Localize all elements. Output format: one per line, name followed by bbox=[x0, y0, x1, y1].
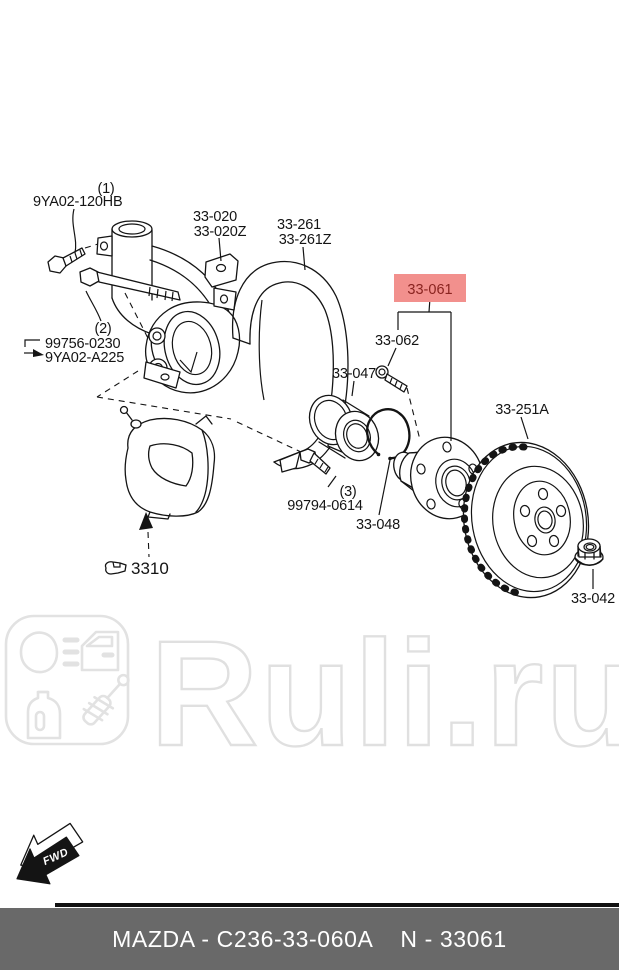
hub-nut-drawing bbox=[574, 538, 604, 566]
headlight-icon bbox=[19, 631, 80, 674]
steering-knuckle-drawing bbox=[96, 220, 241, 394]
label-disc: 33-251A bbox=[495, 402, 549, 418]
shock-absorber-icon bbox=[82, 673, 130, 726]
label-shield-2: 33-261Z bbox=[279, 232, 332, 248]
watermark-logo-box bbox=[4, 614, 130, 746]
highlight-box bbox=[394, 274, 466, 302]
label-ref2-index: (2) bbox=[94, 321, 111, 337]
label-ref2-a: 99756-0230 bbox=[45, 336, 121, 352]
bolt-99756-0230-drawing bbox=[79, 267, 181, 302]
footer-bar: MAZDA - C236-33-060A N - 33061 bbox=[0, 908, 619, 970]
hub-bolt-33-062-drawing bbox=[375, 365, 408, 393]
label-snap-ring: 33-048 bbox=[356, 517, 400, 533]
oil-can-icon bbox=[26, 690, 62, 740]
bolt-99794-0614-drawing bbox=[299, 448, 331, 475]
footer-part-code: MAZDA - C236-33-060A bbox=[112, 925, 374, 952]
fwd-direction-arrow: FWD bbox=[16, 822, 84, 885]
label-bearing: 33-047 bbox=[332, 366, 376, 382]
car-door-icon bbox=[80, 630, 120, 672]
label-ref2-b: 9YA02-A225 bbox=[45, 350, 124, 366]
label-ref1-index: (1) bbox=[97, 181, 114, 197]
brake-caliper-drawing bbox=[119, 405, 216, 520]
part-labels: (1) 9YA02-120HB 33-020 33-020Z 33-261 33… bbox=[33, 181, 615, 607]
caliper-label-group: 3310 bbox=[104, 559, 169, 578]
label-hub: 33-061 bbox=[407, 282, 452, 298]
label-ref1: 9YA02-120HB bbox=[33, 194, 122, 210]
bolt-9ya02-120hb-drawing bbox=[47, 247, 86, 274]
label-nut: 33-042 bbox=[571, 591, 615, 607]
diagram-canvas: Ruli.ru bbox=[4, 181, 619, 885]
label-caliper: 3310 bbox=[131, 559, 169, 578]
watermark: Ruli.ru bbox=[4, 608, 619, 778]
label-knuckle-2: 33-020Z bbox=[194, 224, 247, 240]
label-bolt: 99794-0614 bbox=[287, 498, 363, 514]
footer-diagram-number: N - 33061 bbox=[400, 925, 507, 952]
watermark-text: Ruli.ru bbox=[150, 609, 619, 777]
brake-disc-drawing bbox=[460, 441, 590, 599]
label-bolt-index: (3) bbox=[339, 484, 356, 500]
leader-lines bbox=[24, 208, 594, 589]
label-shield-1: 33-261 bbox=[277, 217, 321, 233]
scan-artifact-line bbox=[55, 903, 619, 907]
label-knuckle-1: 33-020 bbox=[193, 209, 237, 225]
highlighted-part-label[interactable]: 33-061 bbox=[394, 274, 466, 302]
label-stud: 33-062 bbox=[375, 333, 419, 349]
